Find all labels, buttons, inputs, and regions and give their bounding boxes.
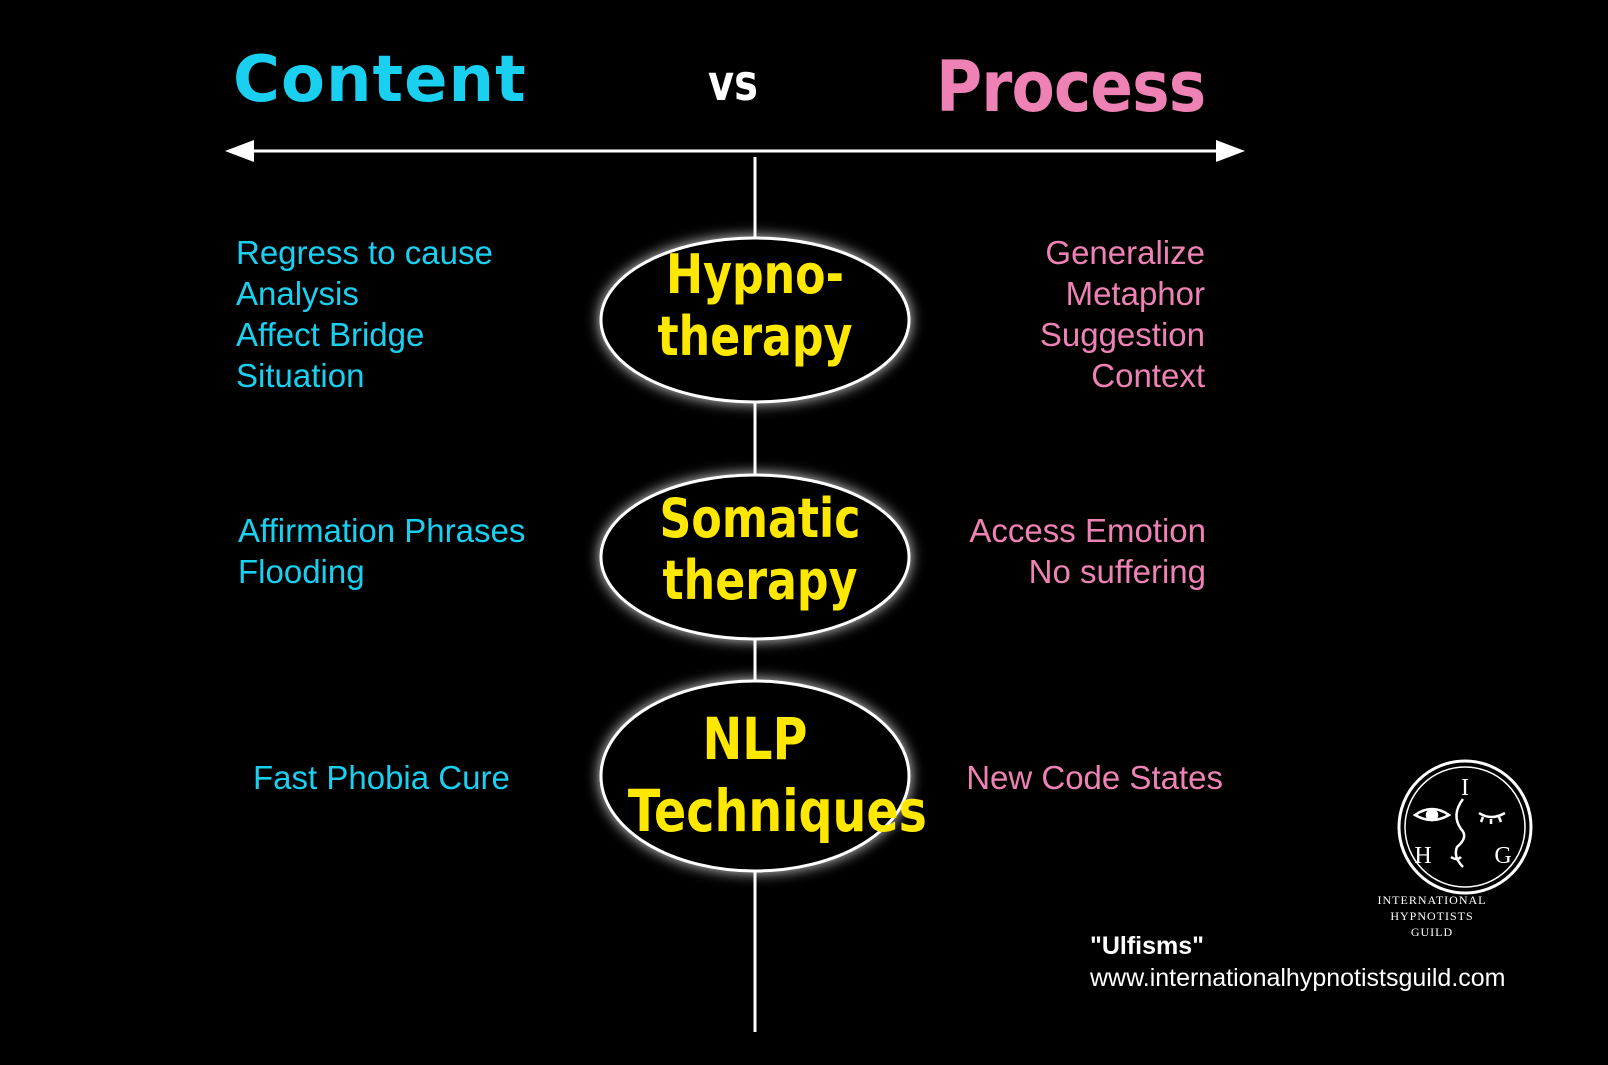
process-title: Process — [936, 46, 1206, 128]
list-item: Generalize — [1045, 234, 1205, 271]
nlp-content-list: Fast Phobia Cure — [253, 757, 510, 798]
logo-caption-line: INTERNATIONAL — [1377, 893, 1487, 907]
list-item: Situation — [236, 357, 365, 394]
nlp-label-line-1: NLP — [702, 705, 808, 773]
list-item: New Code States — [966, 759, 1223, 796]
hypnotherapy-process-list: Generalize Metaphor Suggestion Context — [1040, 232, 1205, 396]
list-item: No suffering — [1028, 553, 1206, 590]
hypnotherapy-label-line-2: therapy — [657, 305, 853, 368]
hypnotherapy-ellipse — [599, 236, 911, 404]
list-item: Affirmation Phrases — [238, 512, 526, 549]
ihg-logo: I H G — [1397, 759, 1533, 895]
ulfisms-tagline: "Ulfisms" — [1090, 932, 1205, 960]
logo-letter-i: I — [1461, 775, 1469, 801]
somatic-therapy-label: Somatic therapy — [633, 488, 887, 612]
list-item: Flooding — [238, 553, 365, 590]
right-arrowhead — [1216, 140, 1245, 162]
somatic-label-line-2: therapy — [662, 549, 858, 612]
list-item: Metaphor — [1065, 275, 1205, 312]
list-item: Suggestion — [1039, 316, 1205, 353]
nlp-techniques-label: NLP Techniques — [627, 703, 927, 847]
vs-title: vs — [708, 54, 758, 112]
list-item: Access Emotion — [969, 512, 1206, 549]
list-item: Context — [1091, 357, 1205, 394]
somatic-process-list: Access Emotion No suffering — [969, 510, 1206, 592]
logo-caption-line: GUILD — [1410, 925, 1454, 939]
logo-caption: INTERNATIONAL HYPNOTISTS GUILD — [1362, 892, 1502, 940]
hypnotherapy-content-list: Regress to cause Analysis Affect Bridge … — [236, 232, 493, 396]
somatic-therapy-ellipse — [599, 473, 911, 641]
somatic-content-list: Affirmation Phrases Flooding — [238, 510, 525, 592]
nlp-techniques-ellipse — [599, 679, 911, 873]
content-title: Content — [233, 43, 527, 117]
nlp-process-list: New Code States — [966, 757, 1223, 798]
logo-letter-g: G — [1494, 843, 1511, 869]
logo-letter-h: H — [1414, 843, 1431, 869]
website-url: www.internationalhypnotistsguild.com — [1090, 964, 1506, 992]
hypnotherapy-label: Hypno- therapy — [628, 244, 882, 368]
list-item: Affect Bridge — [236, 316, 425, 353]
list-item: Regress to cause — [236, 234, 493, 271]
somatic-label-line-1: Somatic — [659, 487, 861, 550]
hypnotherapy-label-line-1: Hypno- — [666, 243, 844, 306]
logo-face-icon — [1412, 798, 1506, 868]
nlp-label-line-2: Techniques — [627, 777, 927, 845]
left-arrowhead — [225, 140, 254, 162]
list-item: Analysis — [236, 275, 359, 312]
logo-caption-line: HYPNOTISTS — [1390, 909, 1474, 923]
list-item: Fast Phobia Cure — [253, 759, 510, 796]
